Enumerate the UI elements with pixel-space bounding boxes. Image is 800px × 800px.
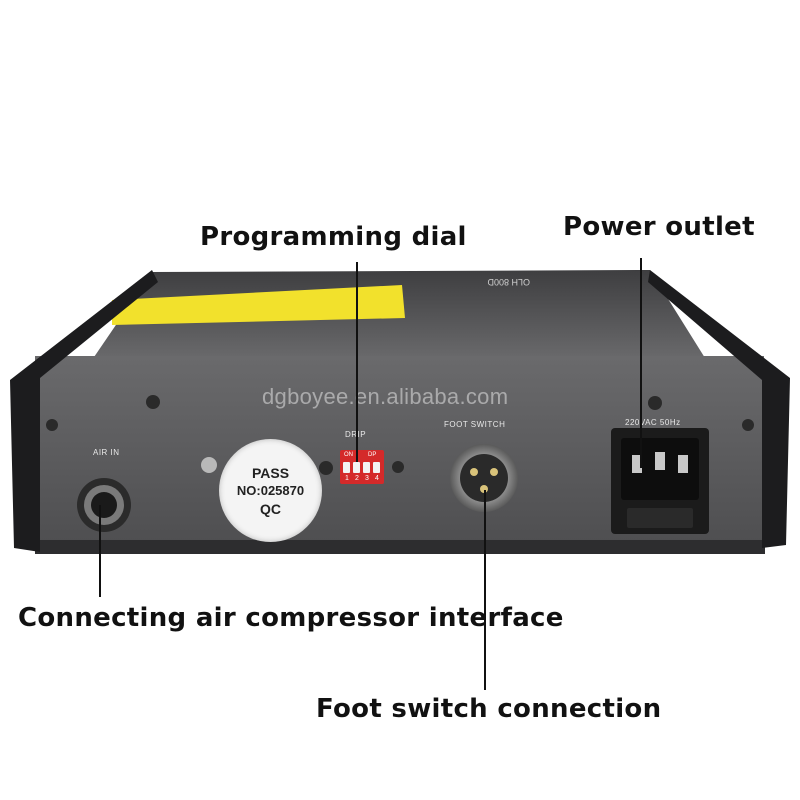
screw xyxy=(146,395,160,409)
programming-dial-leader xyxy=(356,262,358,462)
watermark: dgboyee.en.alibaba.com xyxy=(262,384,509,409)
dip-number: 2 xyxy=(355,475,359,482)
dip-lever xyxy=(373,462,380,473)
voltage-label: 220VAC 50Hz xyxy=(625,418,681,427)
foot-switch-label: FOOT SWITCH xyxy=(444,420,506,429)
screw xyxy=(46,419,58,431)
sticker-pass: PASS xyxy=(251,464,290,481)
dip-lever xyxy=(343,462,350,473)
drip-label: DRIP xyxy=(345,430,366,439)
air-interface-leader xyxy=(99,505,101,597)
dip-on-label: ON xyxy=(344,452,353,458)
sticker-number: NO:025870 xyxy=(236,482,305,498)
screw xyxy=(201,457,217,473)
dip-number: 1 xyxy=(345,475,349,482)
power-outlet-leader xyxy=(640,258,642,468)
power-outlet-caption: Power outlet xyxy=(563,212,755,242)
screw xyxy=(319,461,333,475)
right-side-frame xyxy=(648,270,790,548)
screw xyxy=(648,396,662,410)
yellow-top-label xyxy=(112,285,405,325)
rear-panel xyxy=(35,356,764,548)
dip-number: 3 xyxy=(365,475,369,482)
programming-dial-caption: Programming dial xyxy=(200,222,467,252)
dip-switch: ON DP 1 2 3 4 xyxy=(340,450,384,484)
dip-dp-label: DP xyxy=(368,452,377,458)
panel-bottom-edge xyxy=(35,540,765,554)
dip-lever xyxy=(363,462,370,473)
sticker-qc: QC xyxy=(260,500,281,517)
foot-switch-caption: Foot switch connection xyxy=(316,694,662,724)
air-in-label: AIR IN xyxy=(93,448,120,457)
dip-lever xyxy=(353,462,360,473)
screw xyxy=(742,419,754,431)
qc-pass-sticker: PASS NO:025870 QC xyxy=(219,439,322,542)
foot-switch-leader xyxy=(484,490,486,690)
screw xyxy=(392,461,404,473)
left-side-frame xyxy=(10,270,158,552)
svg-text:OLH 800D: OLH 800D xyxy=(487,277,530,287)
dip-number: 4 xyxy=(375,475,379,482)
air-interface-caption: Connecting air compressor interface xyxy=(18,603,564,633)
